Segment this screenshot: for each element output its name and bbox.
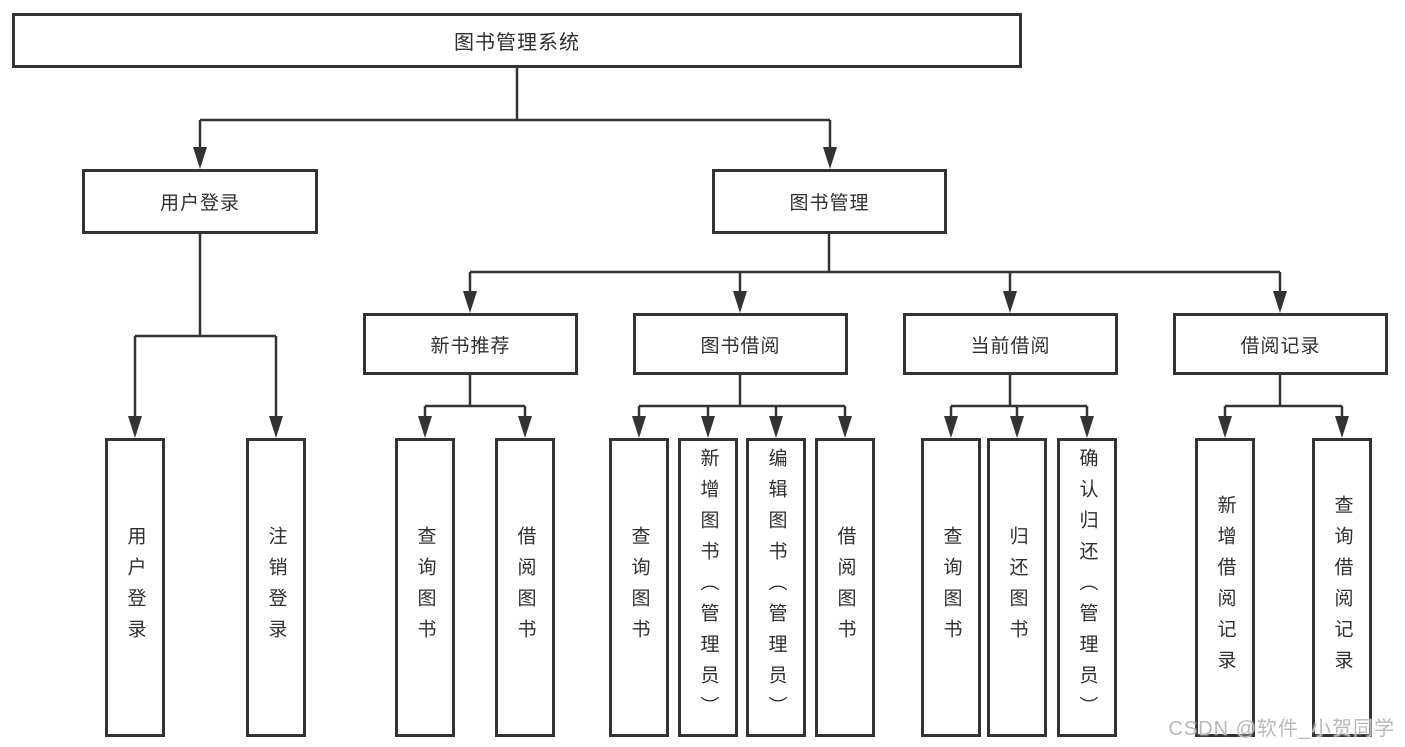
leaf-borrow-books-borrowing: 借阅图书 [815, 438, 875, 737]
arrowheads [128, 147, 1349, 438]
leaf-confirm-return-admin-label: 确认归还（管理员） [1076, 448, 1098, 727]
leaf-query-books-borrowing: 查询图书 [609, 438, 669, 737]
node-book-management: 图书管理 [712, 169, 947, 234]
leaf-borrow-books-recommend-label: 借阅图书 [514, 525, 536, 650]
leaf-edit-books-admin: 编辑图书（管理员） [746, 438, 806, 737]
leaf-add-books-admin: 新增图书（管理员） [678, 438, 738, 737]
leaf-add-borrow-record: 新增借阅记录 [1195, 438, 1255, 737]
connector-lines [133, 68, 1344, 420]
node-borrowing-records: 借阅记录 [1173, 313, 1388, 375]
node-book-borrowing: 图书借阅 [633, 313, 848, 375]
leaf-edit-books-admin-label: 编辑图书（管理员） [765, 448, 787, 727]
leaf-add-borrow-record-label: 新增借阅记录 [1214, 494, 1236, 681]
leaf-query-books-current-label: 查询图书 [940, 525, 962, 650]
leaf-add-books-admin-label: 新增图书（管理员） [697, 448, 719, 727]
leaf-query-books-recommend-label: 查询图书 [414, 525, 436, 650]
leaf-logout: 注销登录 [246, 438, 306, 737]
node-library-management-system: 图书管理系统 [12, 13, 1022, 68]
leaf-logout-label: 注销登录 [265, 525, 287, 650]
leaf-confirm-return-admin: 确认归还（管理员） [1057, 438, 1117, 737]
node-new-book-recommendation: 新书推荐 [363, 313, 578, 375]
leaf-query-borrow-record: 查询借阅记录 [1312, 438, 1372, 737]
leaf-user-login-label: 用户登录 [124, 525, 146, 650]
leaf-return-books: 归还图书 [987, 438, 1047, 737]
leaf-borrow-books-borrowing-label: 借阅图书 [834, 525, 856, 650]
leaf-return-books-label: 归还图书 [1006, 525, 1028, 650]
leaf-user-login: 用户登录 [105, 438, 165, 737]
leaf-query-books-current: 查询图书 [921, 438, 981, 737]
watermark: CSDN @软件_小贺同学 [1168, 718, 1395, 740]
node-current-borrowing: 当前借阅 [903, 313, 1118, 375]
leaf-query-books-borrowing-label: 查询图书 [628, 525, 650, 650]
leaf-borrow-books-recommend: 借阅图书 [495, 438, 555, 737]
node-user-login: 用户登录 [82, 169, 318, 234]
leaf-query-borrow-record-label: 查询借阅记录 [1331, 494, 1353, 681]
leaf-query-books-recommend: 查询图书 [395, 438, 455, 737]
